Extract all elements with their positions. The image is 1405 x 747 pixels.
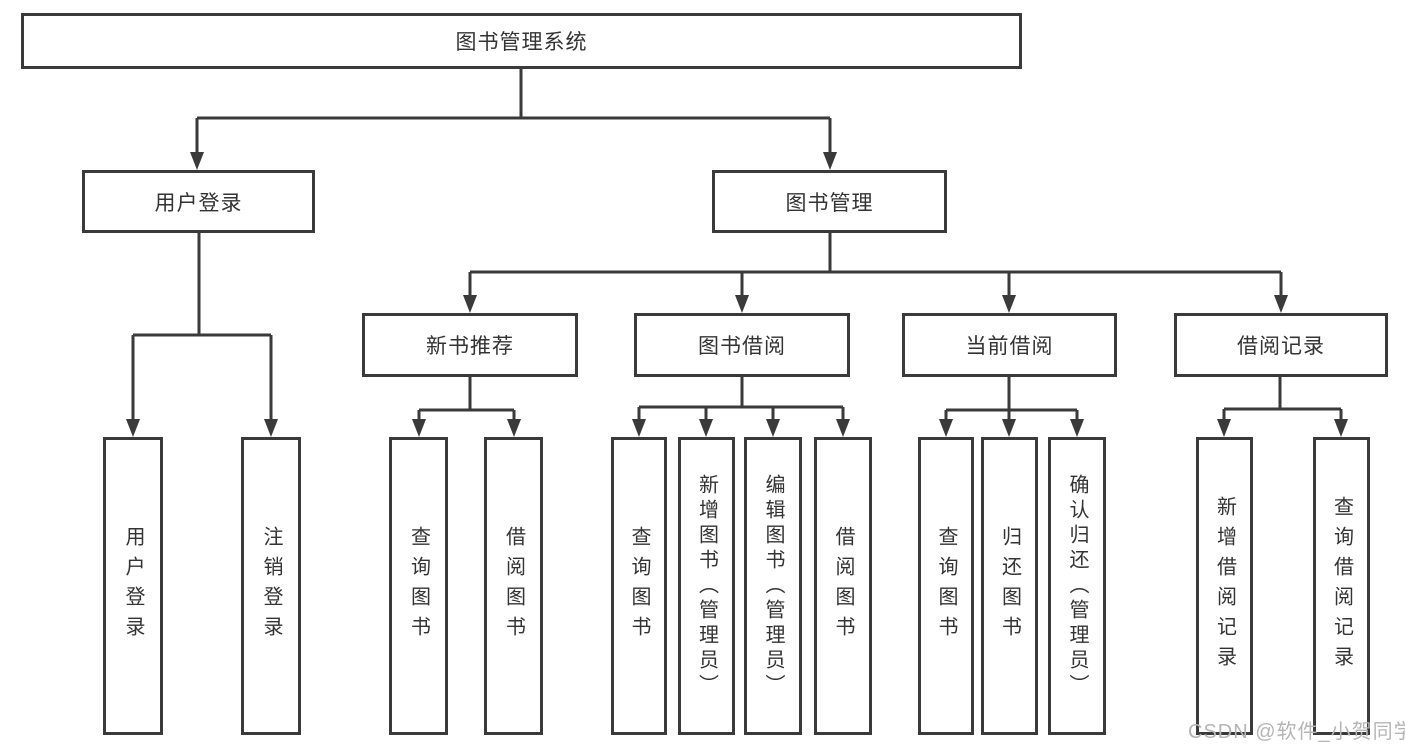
node-book-borrowing: 图书借阅 — [634, 313, 850, 377]
leaf-logout: 注销登录 — [241, 437, 301, 735]
watermark: CSDN @软件_小贺同学 — [1188, 721, 1405, 743]
leaf-add-borrow-record-label: 新增借阅记录 — [1213, 496, 1236, 676]
leaf-query-books-2: 查询图书 — [611, 437, 667, 735]
leaf-borrow-books-2: 借阅图书 — [814, 437, 872, 735]
node-root-label: 图书管理系统 — [455, 31, 588, 54]
node-current-borrowing-label: 当前借阅 — [965, 335, 1054, 358]
leaf-query-books-1: 查询图书 — [389, 437, 448, 735]
node-book-borrowing-label: 图书借阅 — [698, 335, 786, 358]
leaf-borrow-books-2-label: 借阅图书 — [832, 526, 854, 646]
leaf-add-borrow-record: 新增借阅记录 — [1196, 437, 1253, 735]
leaf-user-login-label: 用户登录 — [122, 526, 144, 646]
leaf-query-books-1-label: 查询图书 — [407, 526, 430, 646]
leaf-query-books-3-label: 查询图书 — [935, 526, 957, 646]
leaf-user-login: 用户登录 — [103, 437, 163, 735]
leaf-confirm-return-admin-label: 确认归还（管理员） — [1066, 473, 1088, 699]
node-borrowing-records: 借阅记录 — [1174, 313, 1388, 377]
node-new-book-recommend-label: 新书推荐 — [426, 335, 514, 358]
leaf-add-book-admin: 新增图书（管理员） — [678, 437, 735, 735]
leaf-query-borrow-record-label: 查询借阅记录 — [1330, 496, 1353, 676]
leaf-return-book-label: 归还图书 — [998, 526, 1021, 646]
leaf-borrow-books-1: 借阅图书 — [484, 437, 543, 735]
leaf-add-book-admin-label: 新增图书（管理员） — [695, 473, 718, 699]
node-book-management: 图书管理 — [712, 170, 947, 233]
leaf-query-books-3: 查询图书 — [918, 437, 974, 735]
leaf-query-books-2-label: 查询图书 — [628, 526, 650, 646]
node-user-login-label: 用户登录 — [154, 191, 243, 215]
leaf-return-book: 归还图书 — [981, 437, 1038, 735]
node-book-management-label: 图书管理 — [785, 191, 874, 215]
leaf-confirm-return-admin: 确认归还（管理员） — [1048, 437, 1106, 735]
leaf-logout-label: 注销登录 — [260, 526, 282, 646]
node-borrowing-records-label: 借阅记录 — [1237, 335, 1325, 358]
leaf-query-borrow-record: 查询借阅记录 — [1313, 437, 1370, 735]
leaf-edit-book-admin: 编辑图书（管理员） — [744, 437, 802, 735]
node-new-book-recommend: 新书推荐 — [362, 313, 578, 377]
node-current-borrowing: 当前借阅 — [902, 313, 1117, 377]
node-user-login: 用户登录 — [82, 170, 315, 233]
leaf-edit-book-admin-label: 编辑图书（管理员） — [762, 473, 784, 699]
node-root: 图书管理系统 — [21, 13, 1022, 69]
leaf-borrow-books-1-label: 借阅图书 — [502, 526, 525, 646]
